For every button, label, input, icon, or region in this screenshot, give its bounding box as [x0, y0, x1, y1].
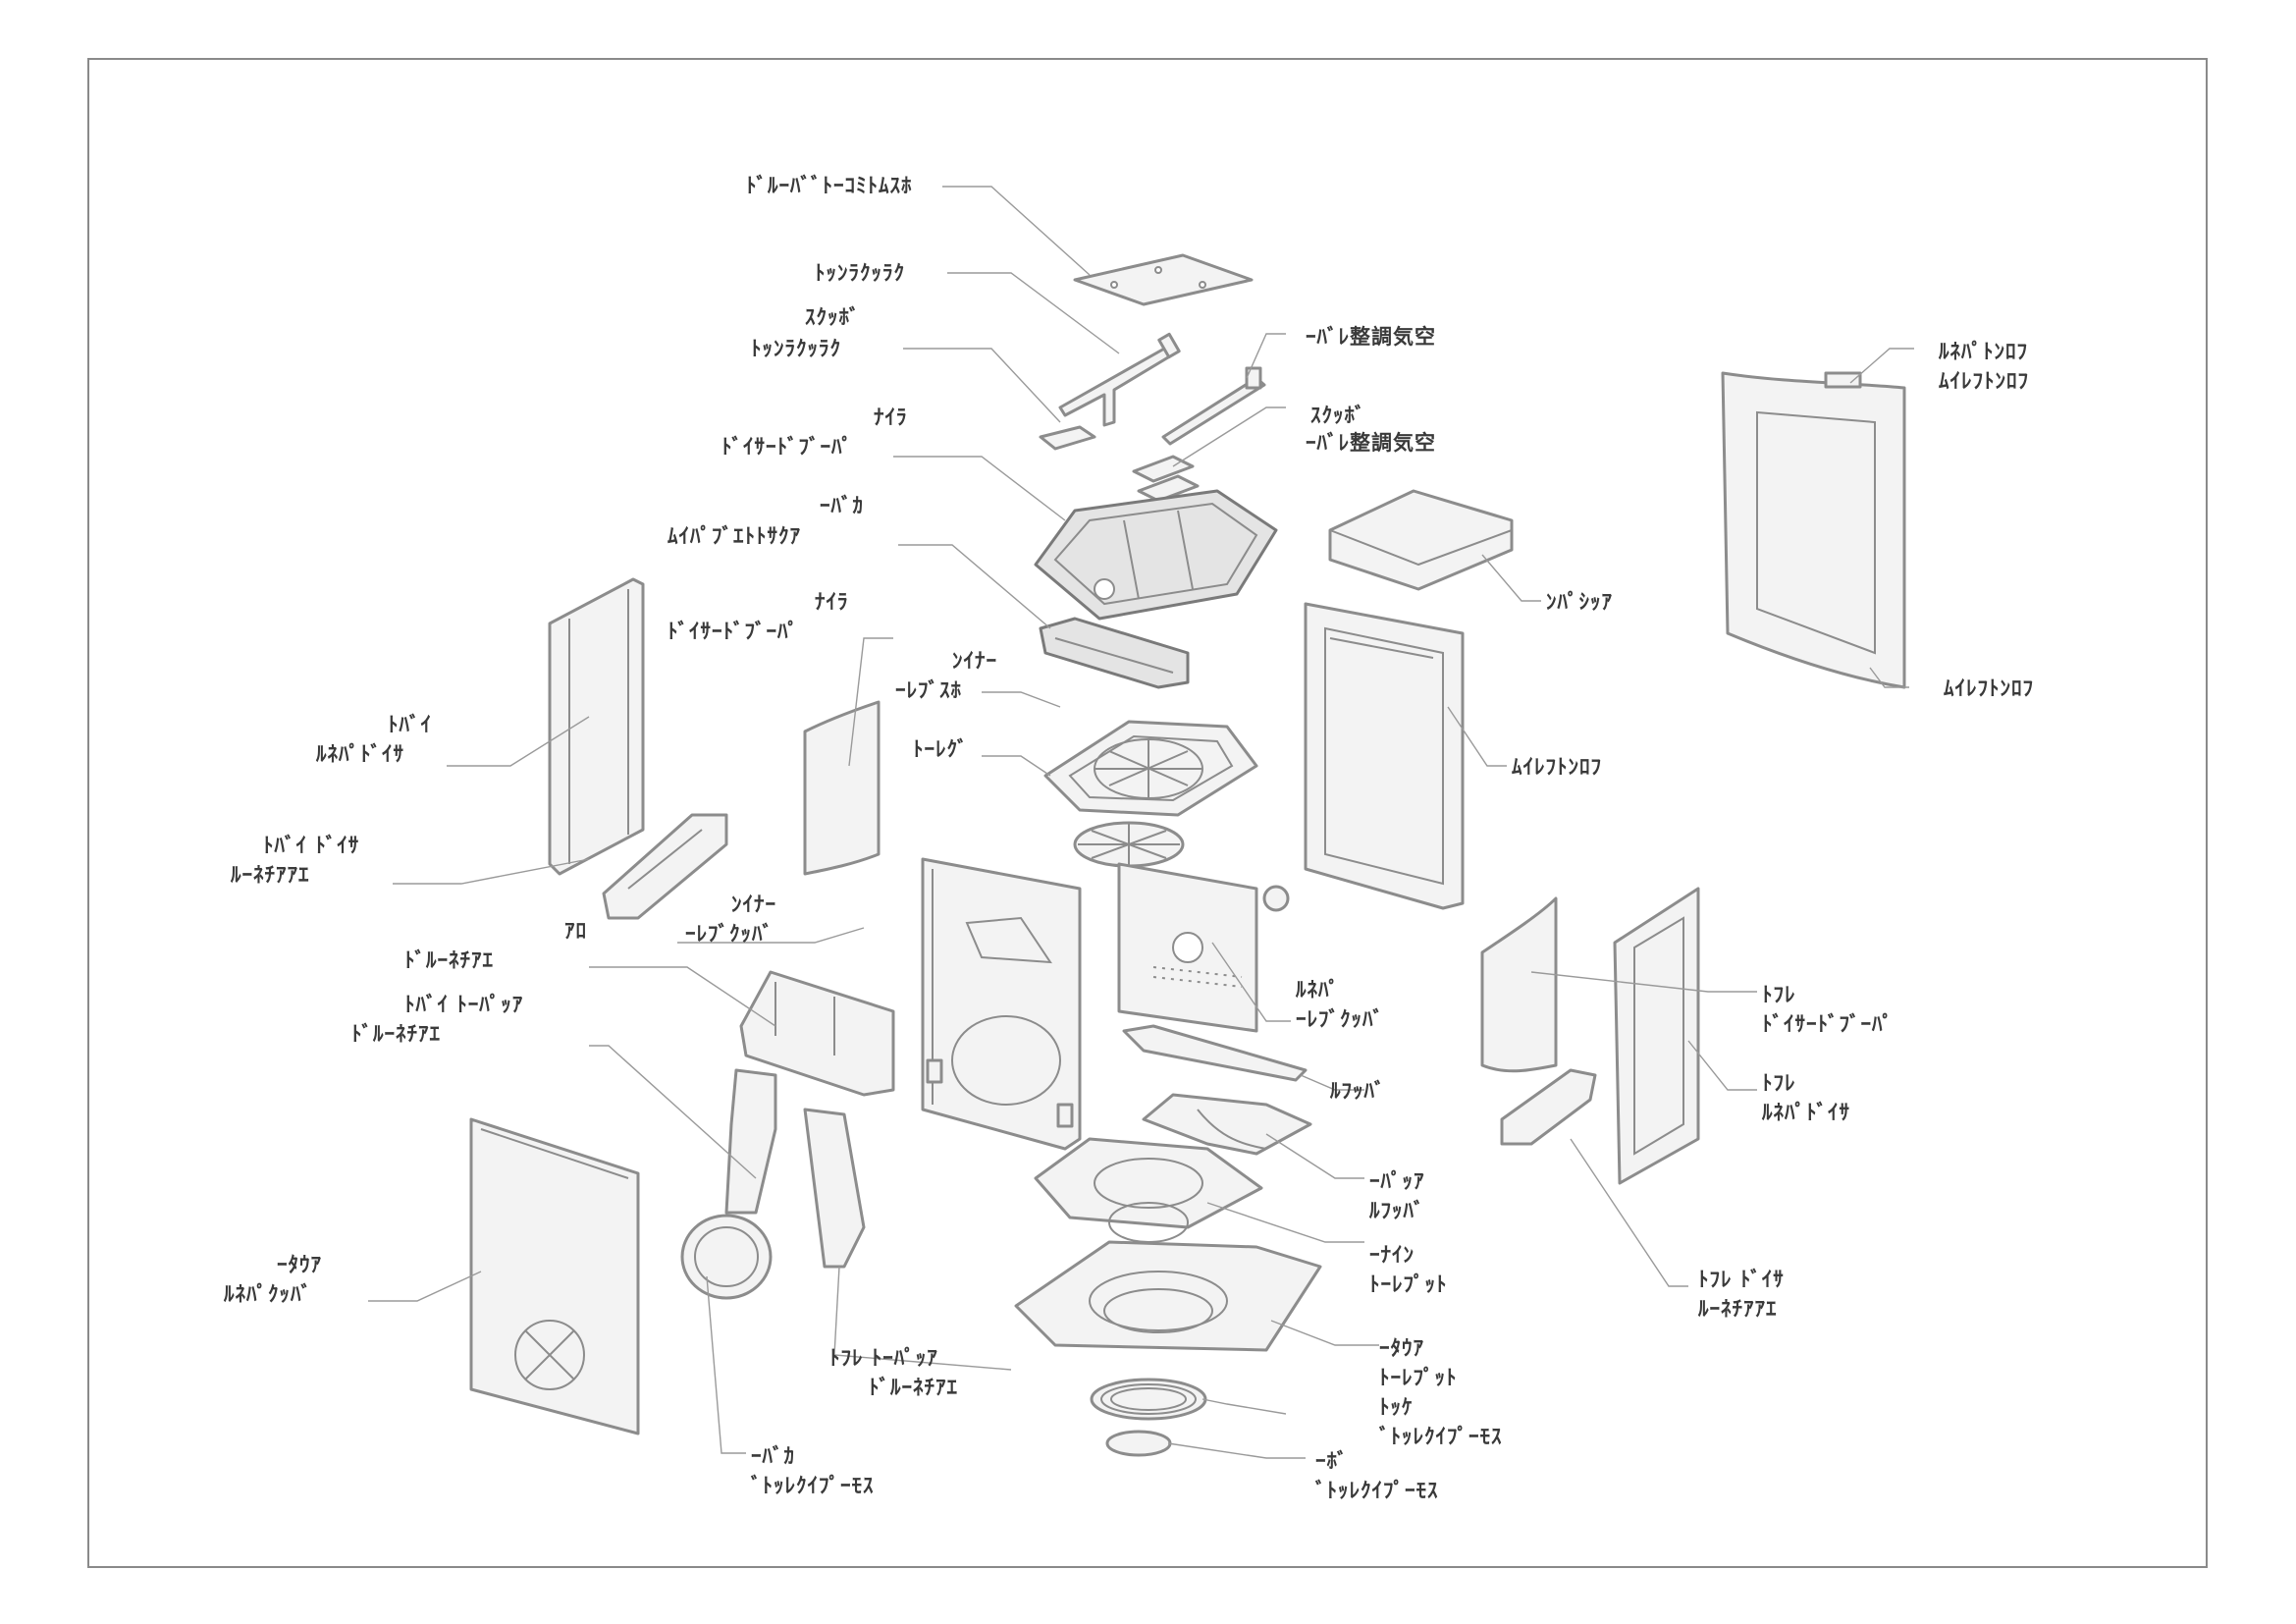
label-baffle: ﾙﾌｯﾊﾞ	[1329, 1079, 1386, 1103]
label-rear-inner-2: ｰﾚﾌﾞｸｯﾊﾞ	[685, 922, 774, 946]
upper-baffle	[1142, 1093, 1312, 1156]
label-air-channel-left-1: ﾄﾊﾞｲ ﾄﾞｲｻ	[263, 834, 359, 857]
label-air-channel-rear-2: ﾄﾞﾙｰﾈﾁｱｴ	[404, 948, 494, 972]
label-side-panel-right-2: ﾙﾈﾊﾟﾄﾞｲｻ	[1761, 1101, 1850, 1124]
top-liner	[1034, 489, 1278, 621]
top-board	[1073, 253, 1254, 306]
ash-pan	[1328, 489, 1514, 591]
leader-lines	[368, 186, 1914, 1459]
label-front-panel-2: ﾑｲﾚﾌﾄﾝﾛﾌ	[1939, 369, 2029, 393]
label-upper-baffle-1: ｰﾊﾟｯｱ	[1369, 1169, 1425, 1193]
label-upper-baffle-2: ﾙﾌｯﾊﾞ	[1368, 1199, 1425, 1222]
label-top-liner-2: ﾄﾞｲｻｰﾄﾞﾌﾞｰﾊﾟ	[721, 435, 853, 459]
baffle-bracket	[1058, 342, 1180, 427]
label-combustion-cover-2: ﾑｲﾊﾟﾌﾞｴﾄﾄｻｸｱ	[667, 524, 801, 548]
parts	[469, 253, 1906, 1457]
air-channel-right	[1500, 1068, 1597, 1146]
label-combustion-cover-1: ｰﾊﾞｶ	[820, 494, 864, 517]
label-top-liner-1: ﾅｲﾗ	[874, 406, 908, 429]
label-top-outer-2: ﾄｰﾚﾌﾟｯﾄ	[1379, 1366, 1458, 1389]
label-rear-cover-1: ｰﾀｳｱ	[277, 1253, 322, 1276]
spigot-bore	[1105, 1430, 1172, 1457]
air-channel-left-upper	[602, 813, 728, 920]
label-side-panel-right-1: ﾄﾌﾚ	[1762, 1071, 1796, 1095]
label-spigot-cover-1: ｰﾊﾞｶ	[751, 1444, 795, 1468]
side-liner-right	[1480, 896, 1558, 1073]
drawing-frame	[87, 58, 2208, 1568]
baffle	[1122, 1024, 1308, 1082]
air-channel-rear	[739, 970, 895, 1097]
label-back-panel-1: ﾙﾈﾊﾟ	[1295, 978, 1340, 1001]
label-front-panel-1: ﾙﾈﾊﾟﾄﾝﾛﾌ	[1938, 340, 2028, 363]
label-baffle-bracket: ﾄｯﾝﾗｸｯﾗｸ	[815, 261, 905, 285]
baffle-bracket-bolt	[1039, 425, 1096, 451]
label-air-channel-left-2: ﾙｰﾈﾁｱｱｴ	[230, 863, 310, 887]
top-plate-inner	[1034, 1137, 1263, 1229]
label-back-panel-2: ｰﾚﾌﾞｸｯﾊﾞ	[1296, 1007, 1384, 1031]
air-channel-lower-right	[803, 1108, 866, 1269]
label-side-liner-2: ﾄﾞｲｻｰﾄﾞﾌﾞｰﾊﾟ	[667, 620, 799, 643]
label-spigot-cover-2: ﾞﾄｯﾚｸｲﾌﾟｰﾓｽ	[750, 1474, 875, 1497]
front-panel	[1721, 371, 1906, 689]
label-rear-inner-1: ﾝｲﾅｰ	[731, 893, 776, 916]
label-top-inner-2: ﾄｰﾚﾌﾟｯﾄ	[1369, 1272, 1448, 1296]
label-air-channel-upper-2: ﾄﾞﾙｰﾈﾁｱｴ	[351, 1022, 441, 1046]
label-top-board: ﾄﾞﾙｰﾊﾞﾞﾄｰｺﾐﾄﾑｽﾎ	[746, 174, 913, 197]
side-panel-right	[1613, 887, 1700, 1185]
label-front-frame-bottom: ﾑｲﾚﾌﾄﾝﾛﾌ	[1944, 677, 2034, 700]
label-side-panel-left-1: ﾄﾊﾞｲ	[388, 713, 432, 736]
top-plate-outer	[1014, 1240, 1322, 1352]
label-gasket-1: ﾄｯｹ	[1379, 1395, 1414, 1419]
label-ash-pan: ﾝﾊﾟｼｯｱ	[1546, 590, 1613, 614]
label-spigot-bore-1: ｰﾎﾞ	[1315, 1449, 1349, 1473]
label-air-channel-right-1: ﾄﾌﾚ ﾄﾞｲｻ	[1698, 1268, 1785, 1291]
air-channel-lower-left	[724, 1068, 777, 1215]
side-liner	[803, 700, 881, 876]
label-air-channel-lower-1: ﾄﾌﾚ ﾄｰﾊﾟｯｱ	[829, 1346, 938, 1370]
label-front-frame-center: ﾑｲﾚﾌﾄﾝﾛﾌ	[1512, 755, 1602, 779]
label-side-liner-inner-1: ﾝｲﾅｰ	[952, 649, 997, 673]
label-rear-cover-2: ﾙﾈﾊﾟｸｯﾊﾞ	[223, 1282, 312, 1306]
label-top-inner-1: ｰﾅｲﾝ	[1369, 1243, 1415, 1267]
back-liner-frame	[921, 857, 1082, 1151]
label-air-channel-rear-1: ｱﾛ	[564, 919, 587, 943]
label-liner-right-2: ﾄﾞｲｻｰﾄﾞﾌﾞｰﾊﾟ	[1762, 1012, 1894, 1036]
label-baffle-bracket-bolt-1: ｽｸｯﾎﾞ	[805, 305, 861, 329]
label-liner-right-1: ﾄﾌﾚ	[1762, 983, 1796, 1006]
side-panel-left	[548, 577, 645, 876]
label-grate: ﾄｰﾚｸﾞ	[913, 737, 969, 761]
air-lever	[1161, 376, 1266, 446]
label-side-liner-1: ﾅｲﾗ	[815, 590, 849, 614]
label-air-channel-right-2: ﾙｰﾈﾁｱｱｴ	[1697, 1297, 1778, 1321]
rear-cover-panel	[469, 1117, 640, 1435]
label-side-liner-inner-2: ｰﾚﾌﾞｽﾎ	[895, 678, 962, 702]
combustion-cover	[1039, 617, 1190, 689]
label-air-channel-lower-2: ﾄﾞﾙｰﾈﾁｱｴ	[869, 1376, 958, 1399]
label-air-channel-upper-1: ﾄﾊﾞｲ ﾄｰﾊﾟｯｱ	[404, 993, 523, 1016]
front-frame	[1304, 602, 1465, 910]
label-top-outer-1: ｰﾀｳｱ	[1379, 1336, 1424, 1360]
label-gasket-2: ﾞﾄｯﾚｸｲﾌﾟｰﾓｽ	[1378, 1425, 1503, 1448]
label-air-lever-bolt-1: ｽｸｯﾎﾞ	[1310, 404, 1366, 427]
label-spigot-bore-2: ﾞﾄｯﾚｸｲﾌﾟｰﾓｽ	[1314, 1479, 1439, 1502]
label-baffle-bracket-bolt-2: ﾄｯﾝﾗｸｯﾗｸ	[751, 337, 841, 360]
label-side-panel-left-2: ﾙﾈﾊﾟﾄﾞｲｻ	[315, 742, 404, 766]
label-air-lever: ｰﾊﾞﾚ整調気空	[1306, 325, 1436, 349]
part-labels: ﾄﾞﾙｰﾊﾞﾞﾄｰｺﾐﾄﾑｽﾎ ﾄｯﾝﾗｸｯﾗｸ ｽｸｯﾎﾞ ﾄｯﾝﾗｸｯﾗｸ …	[223, 174, 2034, 1502]
label-air-lever-bolt-2: ｰﾊﾞﾚ整調気空	[1306, 431, 1436, 455]
